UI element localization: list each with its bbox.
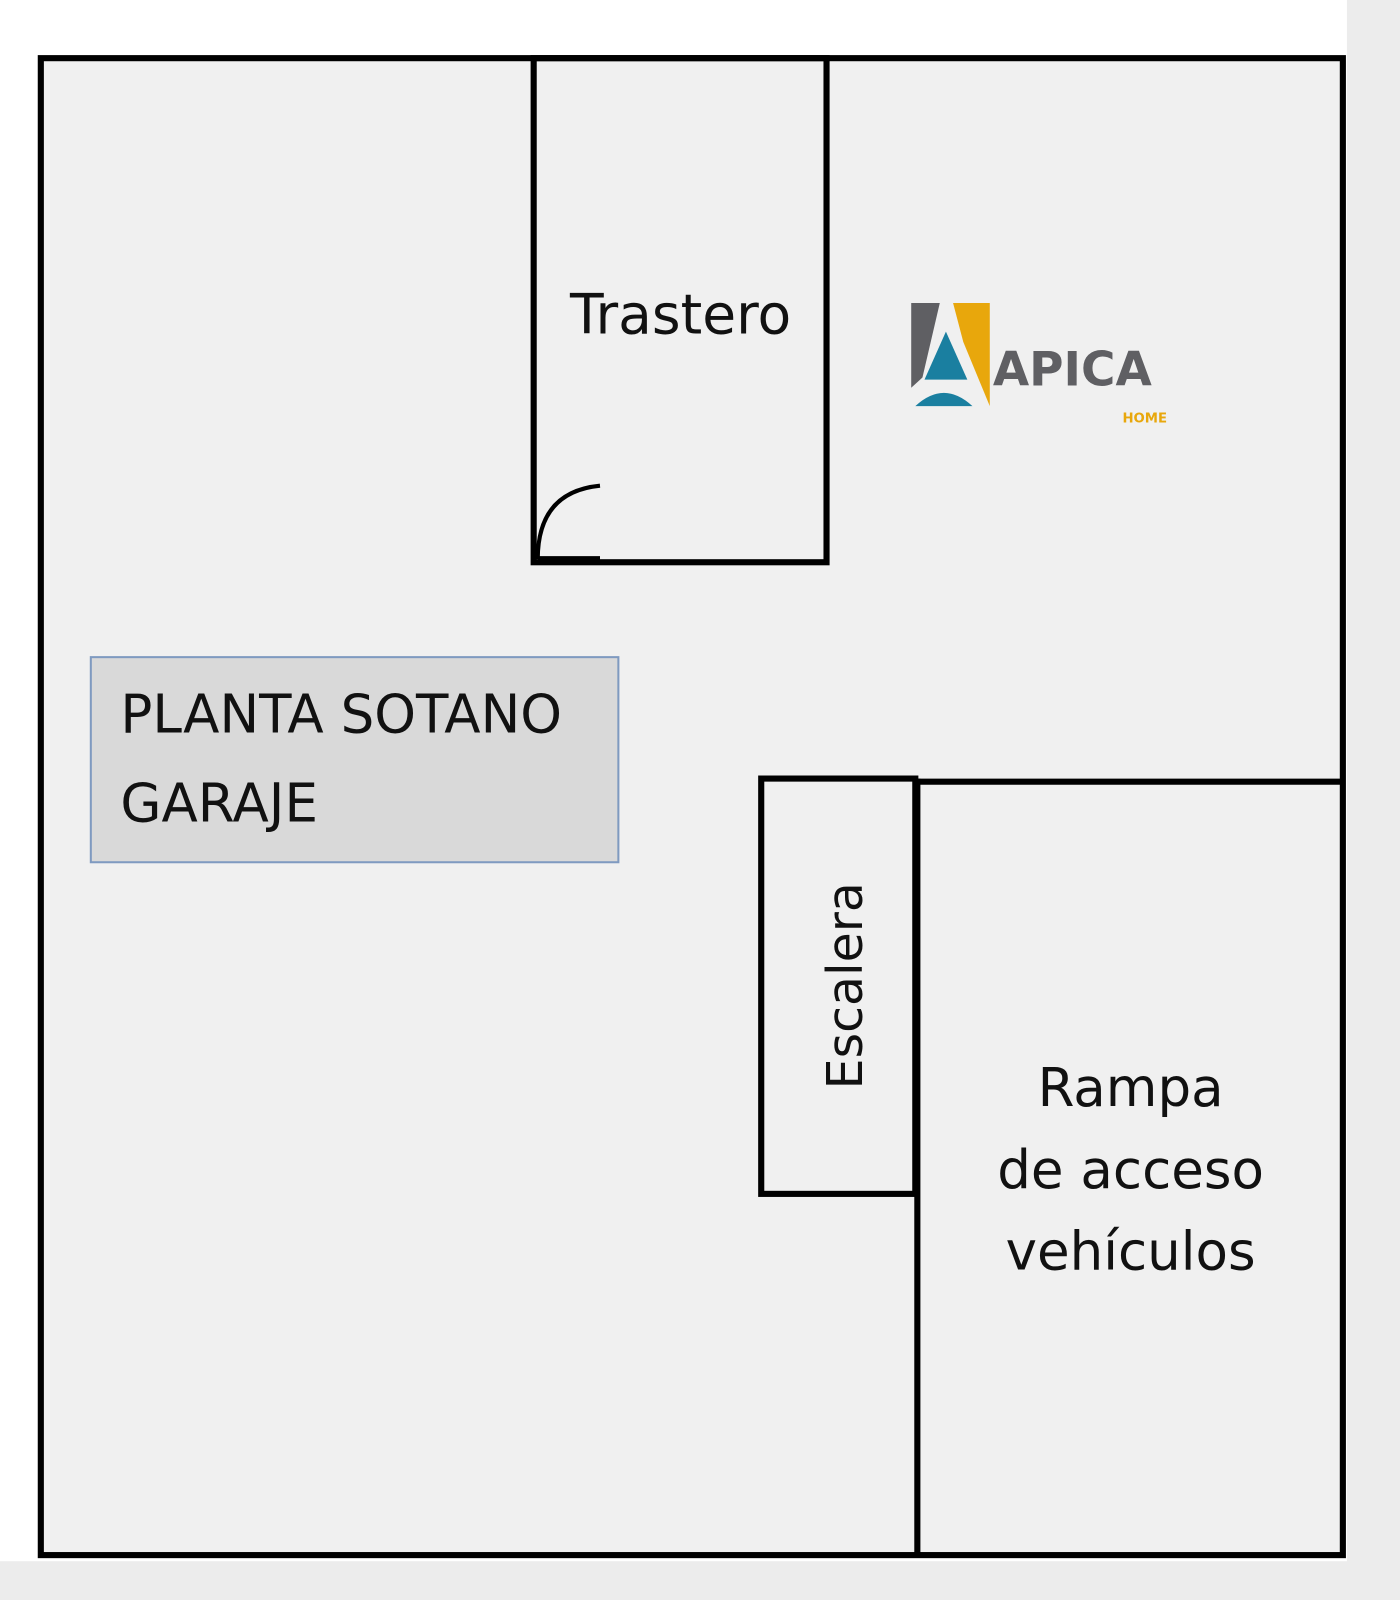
title-line2: GARAJE <box>120 772 318 834</box>
title-line1: PLANTA SOTANO <box>120 684 562 746</box>
stairs-label: Escalera <box>817 882 874 1089</box>
storage-label: Trastero <box>569 283 791 347</box>
door-swing-icon <box>535 483 601 560</box>
ramp-label-2: de acceso <box>997 1139 1264 1201</box>
stairs-room <box>758 775 919 1197</box>
logo-text: APICA <box>993 343 1153 398</box>
ramp-label-3: vehículos <box>1006 1220 1256 1282</box>
right-margin <box>1346 0 1400 1600</box>
ramp-label-1: Rampa <box>1038 1057 1224 1119</box>
logo-sub: HOME <box>1122 411 1167 426</box>
bottom-margin <box>0 1561 1400 1600</box>
apica-logo: APICA HOME <box>911 303 1167 426</box>
storage-room <box>530 55 830 566</box>
title-box <box>89 656 620 864</box>
